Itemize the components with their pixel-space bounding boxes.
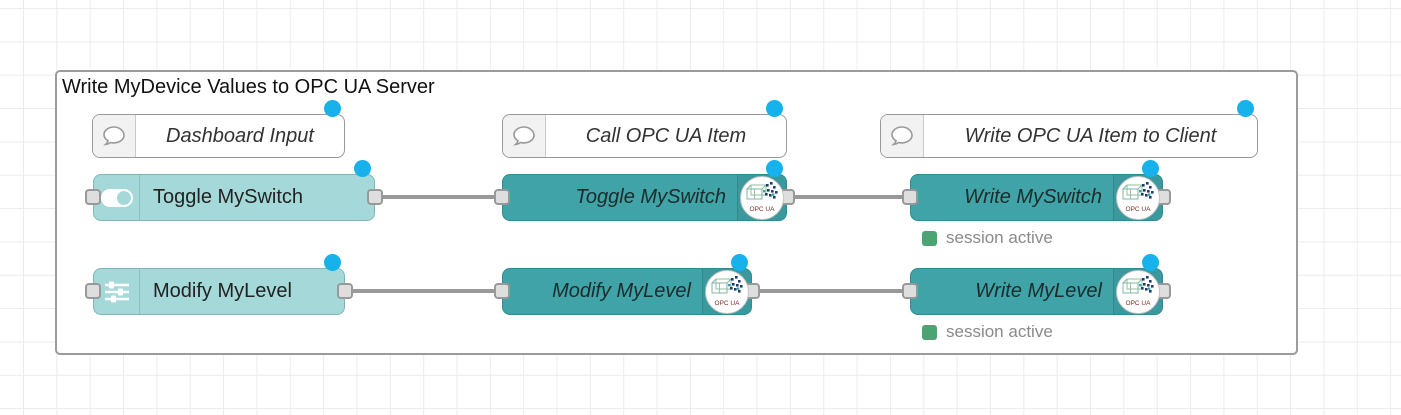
status-indicator: session active <box>922 228 1053 248</box>
wire[interactable] <box>375 195 502 199</box>
status-indicator: session active <box>922 322 1053 342</box>
svg-text:OPC UA: OPC UA <box>1126 300 1152 307</box>
speech-bubble-icon <box>503 115 546 157</box>
comment-node-dashboard-input[interactable]: Dashboard Input <box>92 114 345 158</box>
speech-bubble-icon <box>93 115 136 157</box>
input-port[interactable] <box>494 189 510 205</box>
status-dot <box>922 230 937 246</box>
speech-bubble-icon <box>881 115 924 157</box>
group-title: Write MyDevice Values to OPC UA Server <box>62 76 435 98</box>
comment-node-write-opcua-item[interactable]: Write OPC UA Item to Client <box>880 114 1258 158</box>
input-port[interactable] <box>902 189 918 205</box>
opcua-badge-icon: OPC UA <box>1116 270 1160 314</box>
comment-label: Write OPC UA Item to Client <box>964 124 1217 147</box>
status-text: session active <box>946 322 1053 341</box>
svg-text:OPC UA: OPC UA <box>750 206 776 213</box>
changed-indicator <box>766 160 783 177</box>
node-toggle-myswitch-dashboard[interactable]: Toggle MySwitch <box>93 174 375 221</box>
output-port[interactable] <box>337 283 353 299</box>
wire[interactable] <box>345 289 502 293</box>
changed-indicator <box>1142 160 1159 177</box>
input-port[interactable] <box>494 283 510 299</box>
status-text: session active <box>946 228 1053 247</box>
svg-text:OPC UA: OPC UA <box>715 300 741 307</box>
node-label: Write MyLevel <box>975 280 1102 302</box>
node-label: Modify MyLevel <box>552 280 691 302</box>
changed-indicator <box>731 254 748 271</box>
changed-indicator <box>324 100 341 117</box>
input-port[interactable] <box>902 283 918 299</box>
opcua-badge-icon: OPC UA <box>1116 176 1160 220</box>
changed-indicator <box>766 100 783 117</box>
svg-text:OPC UA: OPC UA <box>1126 206 1152 213</box>
node-modify-mylevel-dashboard[interactable]: Modify MyLevel <box>93 268 345 315</box>
wire[interactable] <box>752 289 910 293</box>
sliders-icon <box>94 269 140 314</box>
changed-indicator <box>1237 100 1254 117</box>
input-port[interactable] <box>85 283 101 299</box>
node-label: Toggle MySwitch <box>153 186 304 208</box>
node-label: Modify MyLevel <box>153 280 292 302</box>
wire[interactable] <box>787 195 910 199</box>
changed-indicator <box>324 254 341 271</box>
comment-label: Call OPC UA Item <box>585 124 747 147</box>
comment-node-call-opcua-item[interactable]: Call OPC UA Item <box>502 114 787 158</box>
changed-indicator <box>1142 254 1159 271</box>
opcua-badge-icon: OPC UA <box>740 176 784 220</box>
changed-indicator <box>354 160 371 177</box>
node-label: Write MySwitch <box>964 186 1102 208</box>
input-port[interactable] <box>85 189 101 205</box>
toggle-icon <box>94 175 140 220</box>
status-dot <box>922 324 937 340</box>
output-port[interactable] <box>367 189 383 205</box>
node-label: Toggle MySwitch <box>575 186 726 208</box>
opcua-badge-icon: OPC UA <box>705 270 749 314</box>
comment-label: Dashboard Input <box>166 124 314 147</box>
